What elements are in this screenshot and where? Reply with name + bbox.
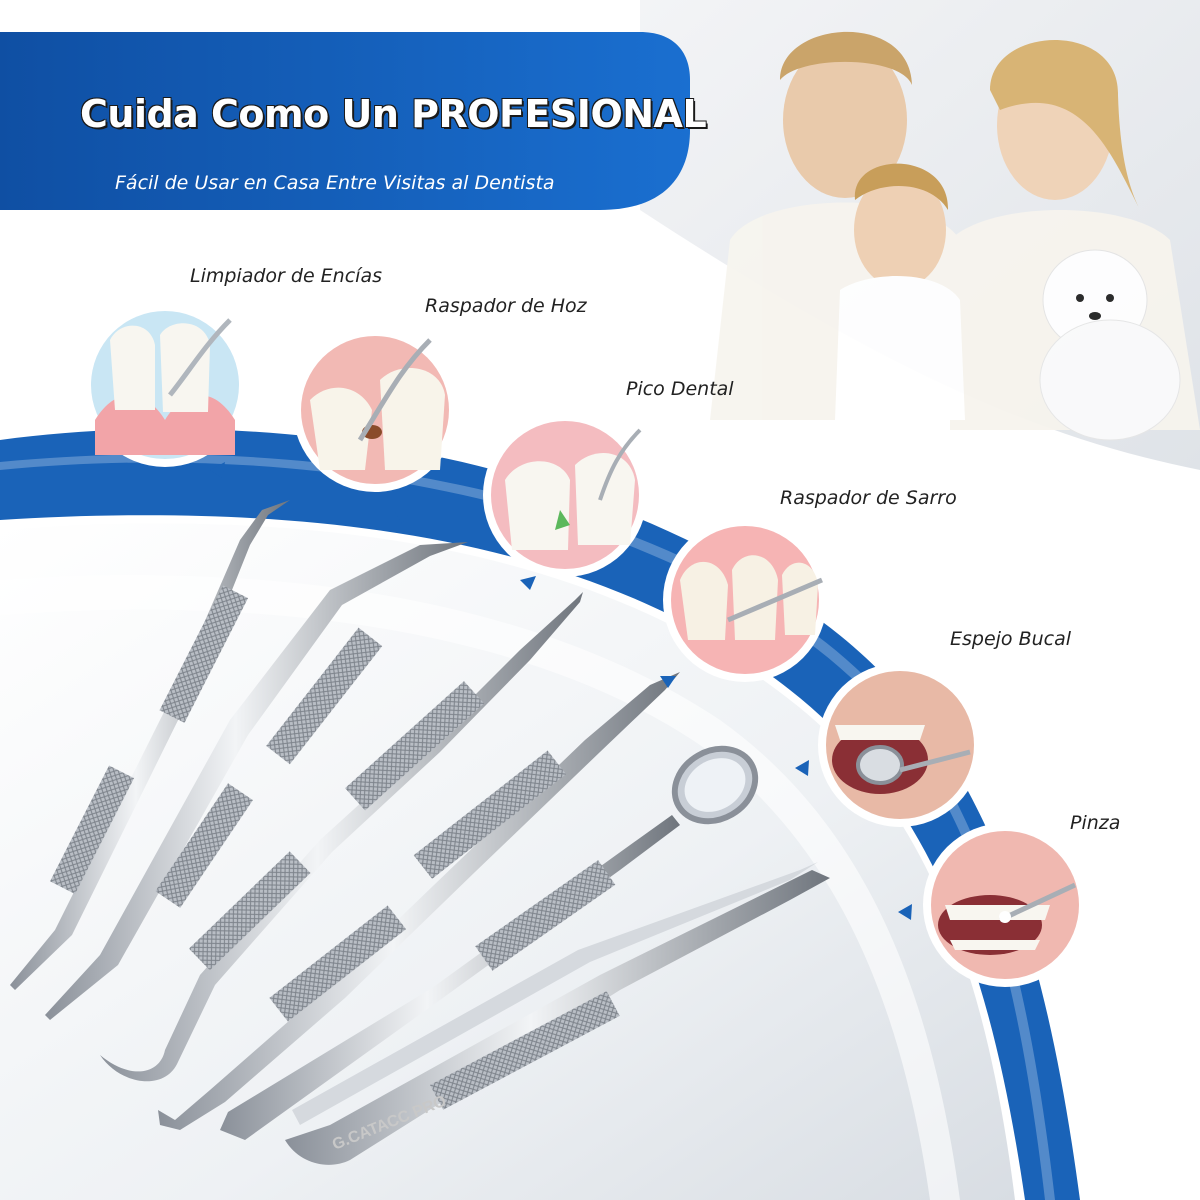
- banner-shape: [0, 32, 690, 210]
- circle-dental-pick: [483, 413, 647, 577]
- label-mouth-mirror: Espejo Bucal: [950, 628, 1072, 650]
- label-gum-cleaner: Limpiador de Encías: [190, 265, 382, 287]
- label-tweezers: Pinza: [1070, 812, 1121, 834]
- instrument-tartar-scraper: [158, 672, 680, 1130]
- banner-title: Cuida Como Un PROFESIONAL: [80, 92, 707, 136]
- instrument-dental-pick: [100, 592, 583, 1082]
- circle-tweezers: [923, 823, 1087, 987]
- circle-tartar-scraper: [663, 518, 827, 682]
- circle-mouth-mirror: [818, 663, 982, 827]
- instrument-mouth-mirror: [220, 745, 759, 1140]
- headline-banner: Cuida Como Un PROFESIONAL Fácil de Usar …: [0, 32, 707, 210]
- instrument-sickle-scaler: [45, 542, 468, 1020]
- family-photo: [710, 31, 1200, 441]
- label-dental-pick: Pico Dental: [626, 378, 734, 400]
- circle-gum-cleaner: [83, 303, 247, 467]
- instrument-gum-cleaner: [10, 500, 290, 990]
- label-tartar-scraper: Raspador de Sarro: [780, 487, 957, 509]
- label-sickle-scaler: Raspador de Hoz: [425, 295, 587, 317]
- banner-subtitle: Fácil de Usar en Casa Entre Visitas al D…: [115, 172, 555, 194]
- instrument-tweezers: [285, 862, 830, 1165]
- circle-sickle-scaler: [293, 328, 457, 492]
